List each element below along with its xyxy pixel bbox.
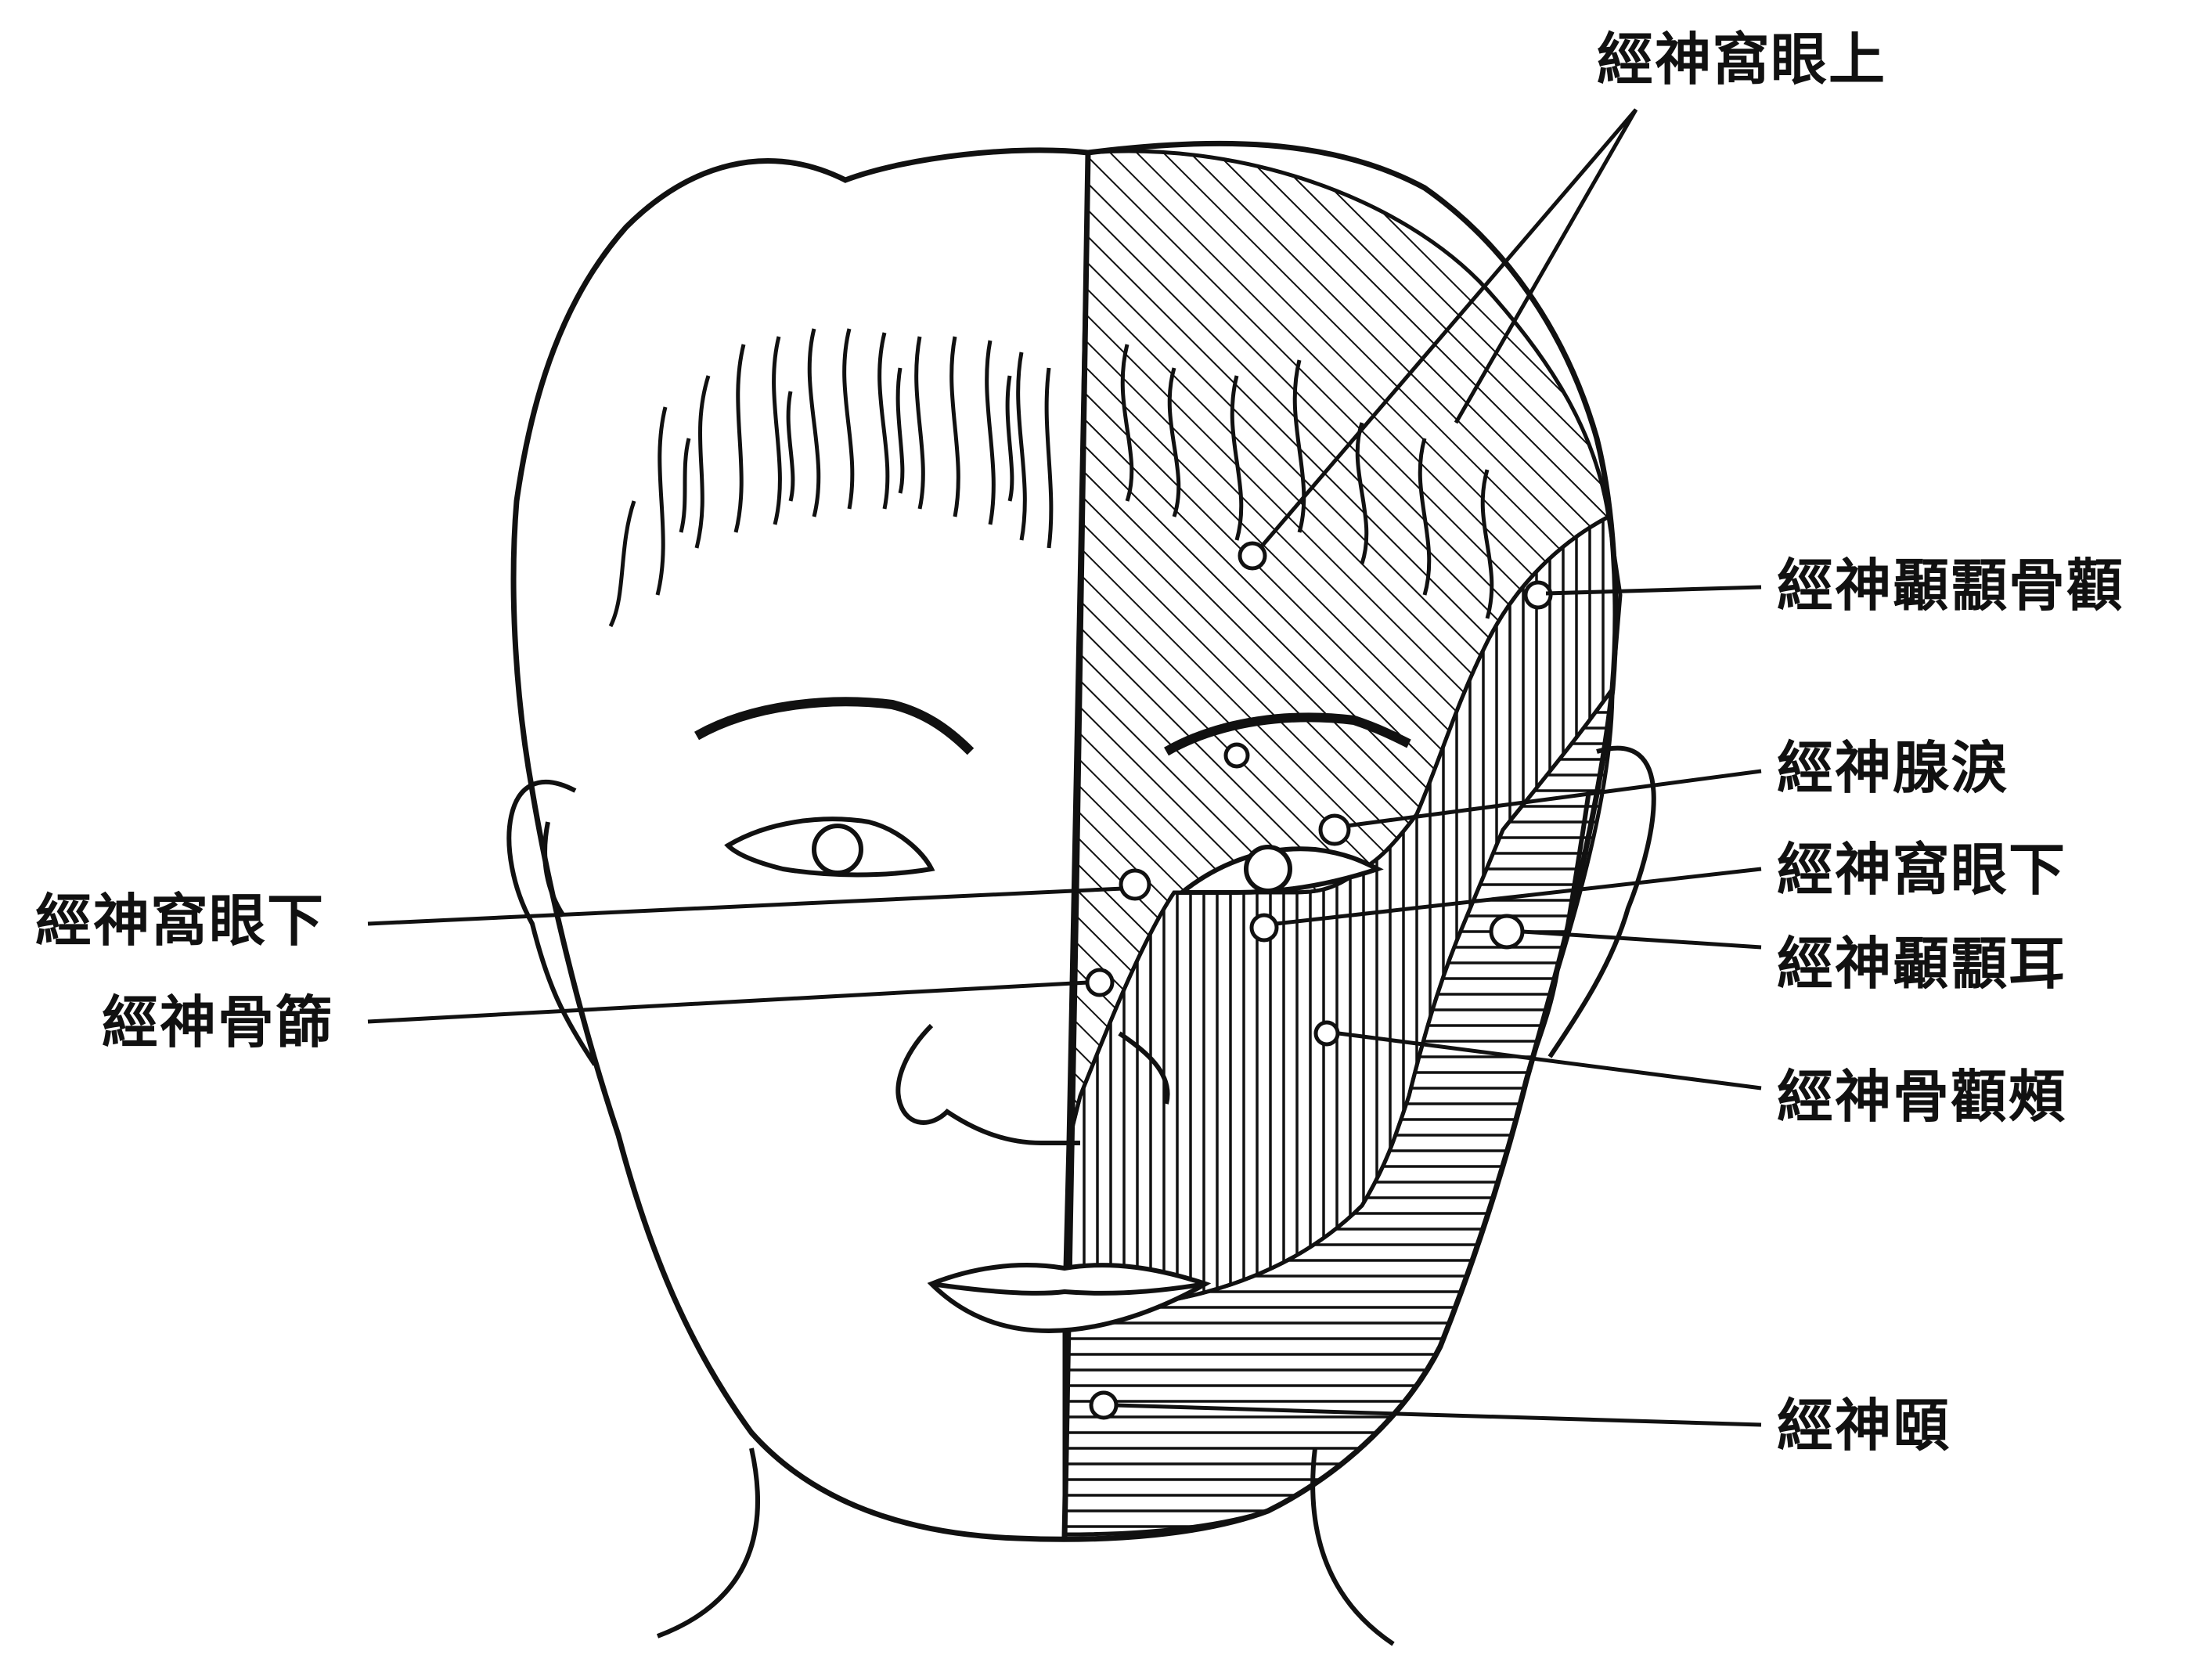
leader-ethmoidal (368, 982, 1088, 1022)
label-zygomaticotemporal-nerve: 經神顳顬骨顴 (1777, 557, 2124, 614)
left-eyebrow (697, 701, 971, 752)
point-supraorbital-2 (1226, 744, 1248, 766)
label-auriculotemporal-nerve: 經神顳顬耳 (1777, 936, 2066, 992)
point-infraorbital-2 (1252, 915, 1277, 940)
point-ethmoidal (1087, 970, 1112, 995)
point-lacrimal (1320, 816, 1349, 844)
label-zygomaticofacial-nerve: 經神骨顴頰 (1777, 1069, 2066, 1125)
label-ethmoidal-nerve: 經神骨篩 (102, 994, 333, 1051)
point-infraorbital (1121, 871, 1149, 899)
label-lacrimal-nerve: 經神腺淚 (1777, 740, 2009, 796)
label-infraorbital-nerve-right: 經神窩眼下 (1777, 842, 2066, 898)
point-zygomaticofacial (1316, 1022, 1338, 1044)
leader-infraorbital-left (368, 889, 1123, 924)
point-auriculotemporal (1491, 916, 1522, 947)
hair-strokes (611, 329, 1051, 626)
label-infraorbital-nerve-left: 經神窩眼下 (35, 892, 325, 949)
label-mental-nerve: 經神頤 (1777, 1397, 1951, 1454)
label-supraorbital-nerve: 經神窩眼上 (1597, 31, 1886, 88)
point-mental (1091, 1393, 1116, 1418)
nose (898, 1026, 1080, 1143)
